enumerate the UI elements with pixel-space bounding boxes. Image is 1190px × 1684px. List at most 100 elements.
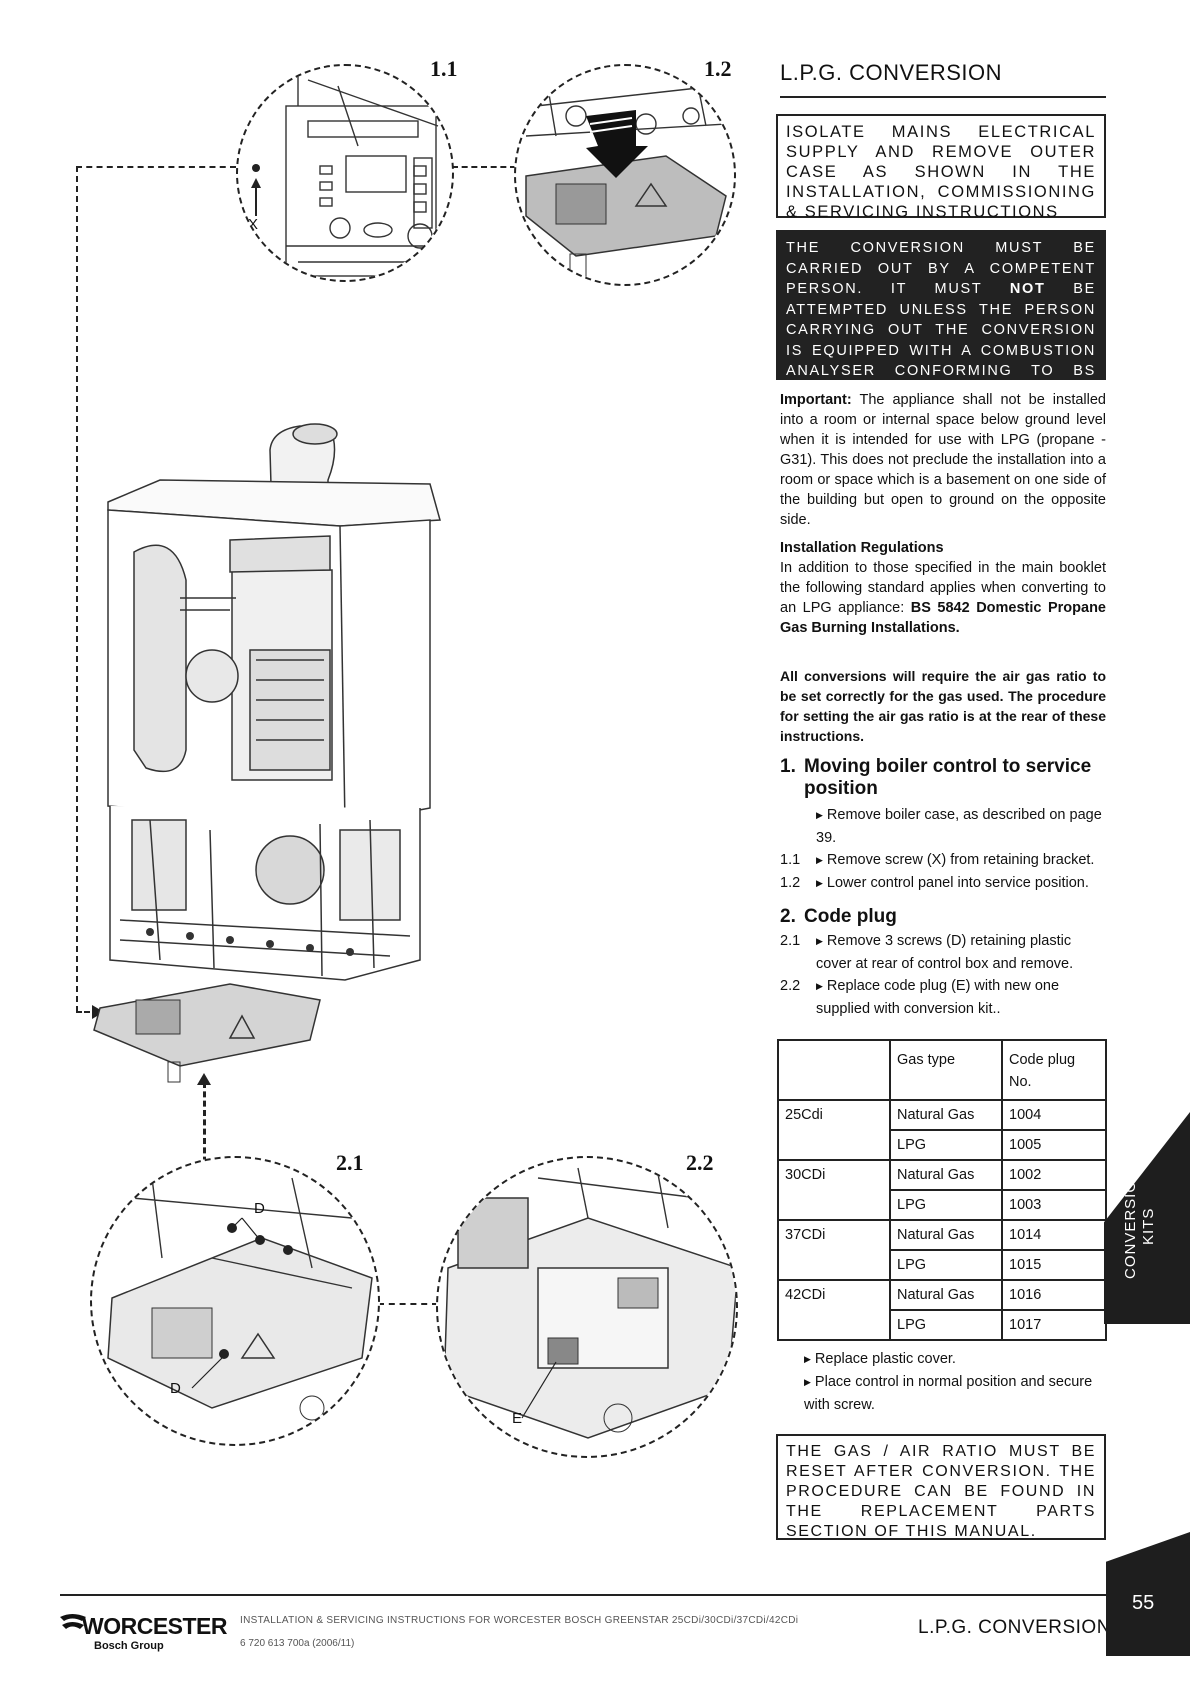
regulations-standard: BS 5842 Domestic Propane Gas Burning Ins… [780, 600, 1106, 636]
step-text: Remove screw (X) from retaining bracket. [826, 852, 1095, 868]
table-header-cell [777, 1039, 891, 1101]
step-tag: 2.2 [780, 978, 801, 994]
gas-type-cell: LPG [889, 1309, 1003, 1341]
step-1-section: 1.Moving boiler control to service posit… [780, 756, 1106, 895]
step-2-heading: 2. Code plug [780, 906, 1106, 928]
isolate-supply-notice: ISOLATE MAINS ELECTRICAL SUPPLY AND REMO… [776, 114, 1106, 221]
regulations-text: In addition to those specified in the ma… [780, 560, 1106, 616]
table-row: LPG 1005 [778, 1129, 1107, 1161]
table-header-cell: Gas type [889, 1039, 1003, 1101]
step-tag [780, 804, 816, 849]
important-text: The appliance shall not be installed int… [780, 392, 1106, 528]
gas-type-cell: Natural Gas [889, 1159, 1003, 1191]
letter-e: E [512, 1410, 523, 1427]
leader-line-between-1 [452, 166, 516, 168]
leader-line-top-horizontal [76, 166, 236, 168]
letter-d-bottom: D [170, 1380, 181, 1397]
table-header-cell: Code plug No. [1001, 1039, 1107, 1101]
figure-label-1-2: 1.2 [704, 56, 732, 81]
gas-air-ratio-notice: THE GAS / AIR RATIO MUST BE RESET AFTER … [776, 1434, 1106, 1540]
code-cell: 1002 [1001, 1159, 1107, 1191]
letter-d-top: D [254, 1200, 265, 1217]
important-label: Important: [780, 392, 852, 408]
step-1-title-line2: position [804, 778, 878, 799]
table-row: 42CDi Natural Gas 1016 [777, 1279, 1107, 1341]
regulations-paragraph: In addition to those specified in the ma… [780, 558, 1106, 638]
arrow-up-icon [197, 1073, 211, 1085]
control-panel-detail-drawing [251, 76, 439, 277]
table-row: 30CDi Natural Gas 1002 [777, 1159, 1107, 1221]
step-2-title: Code plug [804, 906, 897, 927]
step-text: Replace code plug (E) with new one suppl… [816, 978, 1060, 1017]
control-box-rear-drawing [107, 1177, 373, 1421]
step-1-heading: 1.Moving boiler control to service [780, 756, 1106, 778]
page-number: 55 [1132, 1592, 1155, 1614]
code-cell: 1015 [1001, 1249, 1107, 1281]
side-tab-label: CONVERSION KITS [1110, 1168, 1170, 1325]
step-text-wrap: ▶Place control in normal position and se… [804, 1371, 1104, 1416]
step-1-line: 1.2 ▶Lower control panel into service po… [780, 872, 1106, 895]
code-cell: 1016 [1001, 1279, 1107, 1311]
step-2-section: 2.Code plug 2.1 ▶Remove 3 screws (D) ret… [780, 906, 1106, 1020]
table-row: 25Cdi Natural Gas 1004 [777, 1099, 1107, 1161]
footer-section-title: L.P.G. CONVERSION [918, 1617, 1111, 1638]
side-tab-line1: CONVERSION [1122, 1168, 1139, 1279]
bullet-triangle-icon: ▶ [816, 810, 823, 820]
brand-logo-text: WORCESTER [82, 1613, 228, 1639]
table-row: LPG 1017 [778, 1309, 1107, 1341]
step-tag: 1.2 [780, 875, 801, 891]
code-plug-drawing [443, 1167, 736, 1439]
step-text-wrap: ▶Remove 3 screws (D) retaining plastic c… [816, 930, 1106, 975]
table-row: 37CDi Natural Gas 1014 [777, 1219, 1107, 1281]
gas-type-cell: LPG [889, 1129, 1003, 1161]
code-cell: 1014 [1001, 1219, 1107, 1251]
brand-subtitle: Bosch Group [94, 1640, 164, 1652]
code-cell: 1003 [1001, 1189, 1107, 1221]
model-cell: 37CDi [777, 1219, 891, 1281]
bullet-triangle-icon: ▶ [804, 1377, 811, 1387]
final-steps: ▶Replace plastic cover. ▶Place control i… [804, 1348, 1104, 1416]
step-text: Remove 3 screws (D) retaining plastic co… [816, 933, 1074, 972]
step-text: Remove boiler case, as described on page… [816, 807, 1102, 846]
bullet-triangle-icon: ▶ [816, 878, 823, 888]
worcester-logo-icon [60, 1614, 86, 1629]
final-step-text: Place control in normal position and sec… [804, 1374, 1093, 1413]
table-header-row: Gas type Code plug No. [777, 1039, 1107, 1101]
step-tag: 2.1 [780, 933, 801, 949]
step-text-wrap: ▶Remove screw (X) from retaining bracket… [816, 849, 1106, 872]
final-step-line: ▶Place control in normal position and se… [804, 1371, 1104, 1416]
bullet-triangle-icon: ▶ [816, 936, 823, 946]
step-text-wrap: ▶Lower control panel into service positi… [816, 872, 1106, 895]
code-cell: 1004 [1001, 1099, 1107, 1131]
detail-circle-1-2 [514, 64, 736, 286]
leader-line-panel-down [203, 1082, 206, 1172]
footer-document-title: INSTALLATION & SERVICING INSTRUCTIONS FO… [240, 1615, 799, 1626]
letter-x: X [248, 216, 259, 233]
leader-line-left-vertical [76, 166, 78, 1012]
bullet-triangle-icon: ▶ [816, 981, 823, 991]
gas-type-cell: Natural Gas [889, 1219, 1003, 1251]
step-1-heading-cont: position [780, 778, 1106, 800]
page-title: L.P.G. CONVERSION [780, 60, 1003, 85]
step-1-line: 1.1 ▶Remove screw (X) from retaining bra… [780, 849, 1106, 872]
boiler-main-drawing [93, 423, 441, 1083]
model-cell: 30CDi [777, 1159, 891, 1221]
detail-circle-2-2: E [436, 1156, 738, 1458]
figure-label-1-1: 1.1 [430, 56, 458, 81]
code-cell: 1017 [1001, 1309, 1107, 1341]
footer-divider [60, 1594, 1106, 1596]
step-text-wrap: ▶Remove boiler case, as described on pag… [816, 804, 1106, 849]
code-cell: 1005 [1001, 1129, 1107, 1161]
figure-label-2-1: 2.1 [336, 1150, 364, 1175]
final-step-text: Replace plastic cover. [814, 1351, 956, 1367]
warning-emphasis: NOT [1009, 281, 1046, 297]
final-step-line: ▶Replace plastic cover. [804, 1348, 1104, 1371]
step-text: Lower control panel into service positio… [826, 875, 1089, 891]
warning-text-part1: THE CONVERSION MUST BE CARRIED OUT BY A … [786, 240, 1096, 297]
leader-line-to-panel [76, 1011, 98, 1013]
gas-type-cell: Natural Gas [889, 1279, 1003, 1311]
regulations-heading: Installation Regulations [780, 540, 944, 556]
step-2-number: 2. [780, 906, 796, 927]
detail-circle-2-1: D D [90, 1156, 380, 1446]
lowered-panel-detail-drawing [525, 75, 727, 279]
